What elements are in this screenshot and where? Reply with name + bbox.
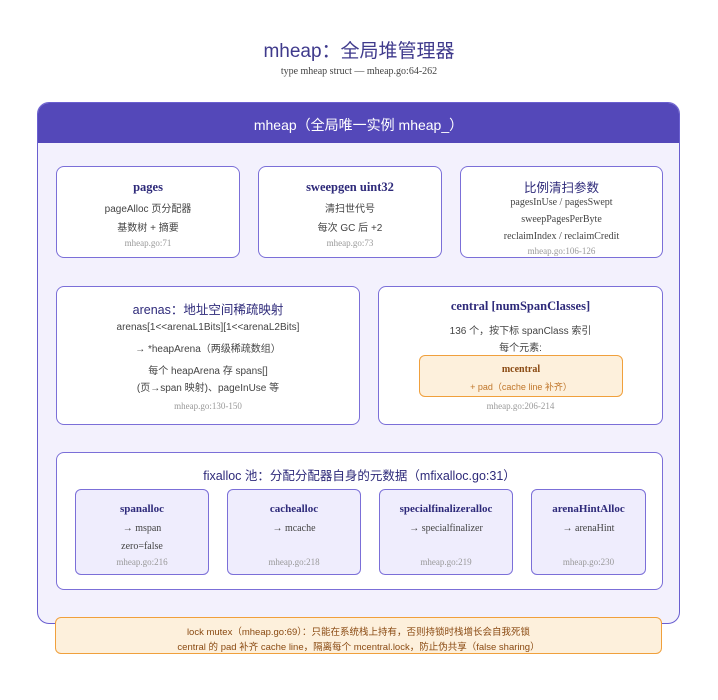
fixalloc-box: fixalloc 池：分配分配器自身的元数据（mfixalloc.go:31） … (56, 452, 663, 590)
arenas-line-3: 每个 heapArena 存 spans[] (148, 366, 268, 377)
fixalloc-item-ref: mheap.go:218 (268, 557, 320, 567)
mcentral-box: mcentral + pad（cache line 补齐） (419, 355, 623, 397)
mheap-header: mheap（全局唯一实例 mheap_） (38, 103, 679, 143)
ratio-line-1: pagesInUse / pagesSwept (510, 197, 613, 208)
ratio-line-3: reclaimIndex / reclaimCredit (503, 231, 620, 242)
pages-title: pages (133, 180, 163, 194)
ratio-line-2: sweepPagesPerByte (521, 214, 602, 225)
central-line-1: 136 个，按下标 spanClass 索引 (449, 326, 592, 337)
note-box: lock mutex（mheap.go:69）：只能在系统栈上持有，否则持锁时栈… (55, 617, 662, 654)
mcentral-pad-line: + pad（cache line 补齐） (470, 382, 572, 392)
diagram-subtitle: type mheap struct — mheap.go:64-262 (280, 66, 438, 77)
arenas-title: arenas：地址空间稀疏映射 (132, 303, 284, 317)
pages-box: pages pageAlloc 页分配器 基数树 + 摘要 mheap.go:7… (56, 166, 240, 258)
arenas-ref: mheap.go:130-150 (174, 401, 242, 411)
mcentral-title: mcentral (501, 364, 541, 375)
fixalloc-item-title: spanalloc (119, 503, 164, 515)
ratio-ref: mheap.go:106-126 (527, 246, 596, 256)
fixalloc-item-target: → specialfinalizer (409, 523, 483, 534)
fixalloc-item-ref: mheap.go:230 (562, 557, 615, 567)
fixalloc-item-target: → arenaHint (562, 523, 615, 534)
mheap-header-title: mheap（全局唯一实例 mheap_） (253, 117, 464, 133)
fixalloc-item-title: arenaHintAlloc (552, 503, 625, 515)
fixalloc-item-ref: mheap.go:216 (116, 557, 168, 567)
arenas-box: arenas：地址空间稀疏映射 arenas[1<<arenaL1Bits][1… (56, 286, 360, 425)
central-title: central [numSpanClasses] (450, 299, 591, 313)
fixalloc-item-title: specialfinalizeralloc (399, 503, 493, 515)
fixalloc-item-specialfinalizeralloc: specialfinalizeralloc → specialfinalizer… (379, 489, 513, 575)
fixalloc-title: fixalloc 池：分配分配器自身的元数据（mfixalloc.go:31） (203, 469, 516, 483)
central-ref: mheap.go:206-214 (486, 401, 555, 411)
arenas-line-2: → *heapArena（两级稀疏数组） (135, 344, 281, 355)
note-line-1: lock mutex（mheap.go:69）：只能在系统栈上持有，否则持锁时栈… (186, 627, 531, 638)
pages-ref: mheap.go:71 (124, 238, 172, 248)
fixalloc-item-option: zero=false (121, 541, 163, 552)
fixalloc-item-ref: mheap.go:219 (420, 557, 472, 567)
arenas-line-1: arenas[1<<arenaL1Bits][1<<arenaL2Bits] (116, 322, 300, 333)
sweepgen-ref: mheap.go:73 (326, 238, 374, 248)
ratio-box: 比例清扫参数 pagesInUse / pagesSwept sweepPage… (460, 166, 663, 258)
diagram-title: mheap：全局堆管理器 (263, 41, 455, 62)
fixalloc-item-cachealloc: cachealloc → mcache mheap.go:218 (227, 489, 361, 575)
central-line-2: 每个元素: (499, 343, 542, 354)
pages-line-2: 基数树 + 摘要 (117, 223, 179, 234)
fixalloc-item-target: → mcache (272, 523, 316, 534)
ratio-title: 比例清扫参数 (523, 181, 599, 195)
sweepgen-line-2: 每次 GC 后 +2 (317, 223, 383, 234)
sweepgen-line-1: 清扫世代号 (325, 204, 375, 215)
central-box: central [numSpanClasses] 136 个，按下标 spanC… (378, 286, 663, 425)
fixalloc-item-spanalloc: spanalloc → mspan zero=false mheap.go:21… (75, 489, 209, 575)
sweepgen-box: sweepgen uint32 清扫世代号 每次 GC 后 +2 mheap.g… (258, 166, 442, 258)
note-line-2: central 的 pad 补齐 cache line，隔离每个 mcentra… (177, 642, 540, 653)
mheap-container: mheap（全局唯一实例 mheap_） pages pageAlloc 页分配… (37, 102, 680, 624)
pages-line-1: pageAlloc 页分配器 (104, 204, 192, 215)
arenas-line-4: (页→span 映射)、pageInUse 等 (136, 383, 280, 394)
fixalloc-item-title: cachealloc (269, 503, 319, 515)
fixalloc-item-arenahintalloc: arenaHintAlloc → arenaHint mheap.go:230 (531, 489, 646, 575)
fixalloc-item-target: → mspan (122, 523, 162, 534)
sweepgen-title: sweepgen uint32 (306, 180, 394, 194)
